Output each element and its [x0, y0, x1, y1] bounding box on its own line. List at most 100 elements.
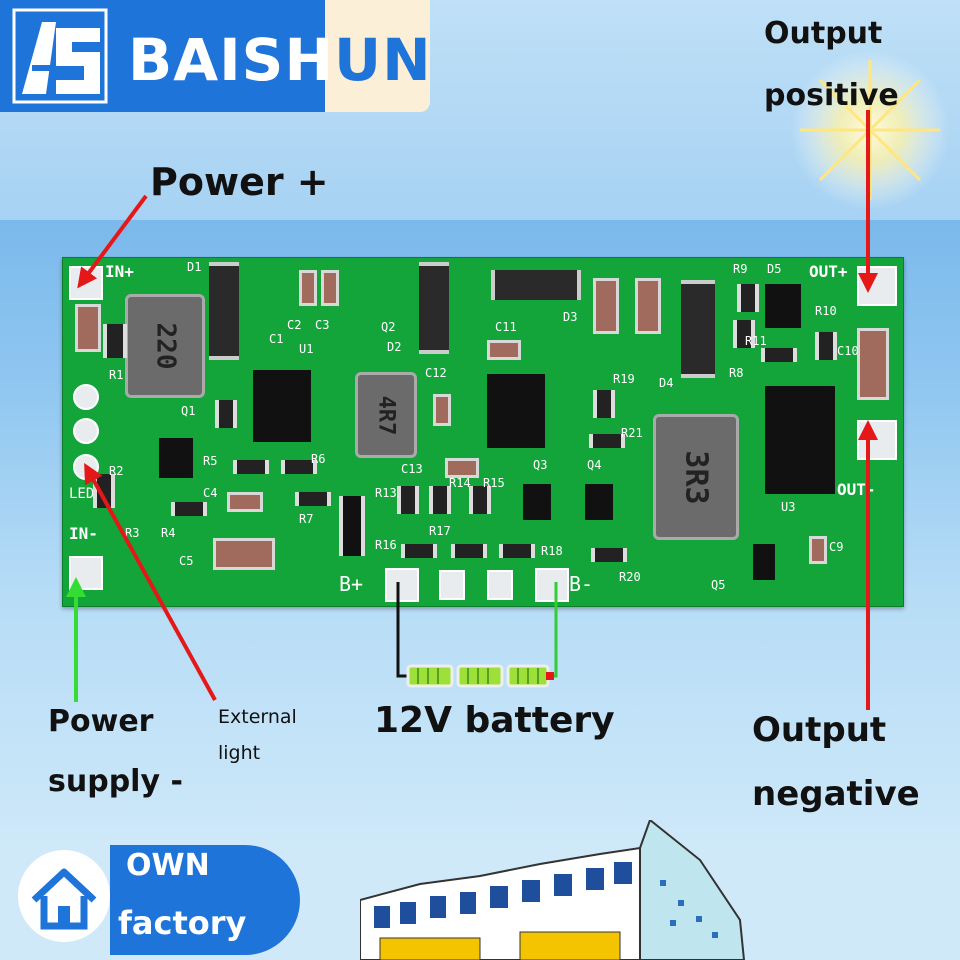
silk-ref: C2: [287, 318, 302, 332]
transistor-q4: [585, 484, 613, 520]
resistor-r8: [733, 320, 755, 348]
resistor-r5: [233, 460, 269, 474]
silk-b-minus: B-: [569, 572, 594, 596]
silk-ref: R18: [541, 544, 563, 558]
silk-ref: Q4: [587, 458, 602, 472]
inductor-220: 220: [125, 294, 205, 398]
resistor-r4: [171, 502, 207, 516]
silk-ref: R17: [429, 524, 451, 538]
silk-ref: R21: [621, 426, 643, 440]
ic-u1: [253, 370, 311, 442]
resistor-r11: [761, 348, 797, 362]
silk-ref: R5: [203, 454, 218, 468]
inductor-4r7: 4R7: [355, 372, 417, 458]
silk-ref: R9: [733, 262, 748, 276]
pad-b-minus: [535, 568, 569, 602]
silk-ref: R15: [483, 476, 505, 490]
capacitor-c11: [487, 340, 521, 360]
transistor-q1: [159, 438, 193, 478]
silk-ref: Q5: [711, 578, 726, 592]
capacitor-c2: [299, 270, 317, 306]
pad-mid-2: [487, 570, 513, 600]
silk-ref: R1: [109, 368, 124, 382]
capacitor-big-1: [593, 278, 619, 334]
silk-in-plus: IN+: [105, 262, 134, 281]
own-label: OWN: [126, 848, 210, 883]
resistor-r2d: [339, 496, 365, 556]
capacitor-c4: [227, 492, 263, 512]
silk-ref: D4: [659, 376, 674, 390]
resistor-r16: [401, 544, 437, 558]
silk-in-minus: IN-: [69, 524, 98, 543]
label-output-positive-2: positive: [764, 78, 899, 113]
silk-led: LED: [69, 486, 95, 502]
battery-icon: [406, 664, 554, 688]
transistor-q5: [753, 544, 775, 580]
factory-label: factory: [118, 904, 247, 942]
silk-ref: R16: [375, 538, 397, 552]
silk-ref: R19: [613, 372, 635, 386]
resistor-r19: [593, 390, 615, 418]
silk-ref: D2: [387, 340, 402, 354]
silk-ref: D3: [563, 310, 578, 324]
silk-ref: U1: [299, 342, 314, 356]
silk-ref: C12: [425, 366, 447, 380]
silk-ref: C3: [315, 318, 330, 332]
silk-ref: R13: [375, 486, 397, 500]
silk-ref: R4: [161, 526, 176, 540]
resistor-r18: [499, 544, 535, 558]
ic-u3: [765, 386, 835, 494]
resistor-r10: [815, 332, 837, 360]
capacitor-c9: [809, 536, 827, 564]
silk-ref: R11: [745, 334, 767, 348]
label-output-negative-2: negative: [752, 774, 920, 814]
capacitor-c3: [321, 270, 339, 306]
resistor-r21: [589, 434, 625, 448]
resistor-r1: [103, 324, 127, 358]
house-badge: [18, 850, 110, 942]
capacitor-c5: [213, 538, 275, 570]
label-output-negative-1: Output: [752, 710, 887, 750]
resistor-r17: [451, 544, 487, 558]
label-external-light-1: External: [218, 706, 297, 728]
diode-d3: [491, 270, 581, 300]
silk-ref: R3: [125, 526, 140, 540]
silk-ref: R10: [815, 304, 837, 318]
silk-ref: C4: [203, 486, 218, 500]
resistor-r6: [281, 460, 317, 474]
silk-ref: Q2: [381, 320, 396, 334]
pcb-board: IN+ IN- OUT+ OUT- B+ B- LED 220 4R7 3R3: [62, 257, 904, 607]
silk-ref: R14: [449, 476, 471, 490]
arrow-power-plus: [77, 194, 148, 289]
silk-ref: D1: [187, 260, 202, 274]
transistor-q3: [523, 484, 551, 520]
silk-ref: C9: [829, 540, 844, 554]
brand-logo-icon: [12, 8, 108, 104]
silk-ref: R7: [299, 512, 314, 526]
silk-ref: R6: [311, 452, 326, 466]
capacitor-c0: [75, 304, 101, 352]
silk-ref: D5: [767, 262, 782, 276]
silk-ref: U3: [781, 500, 796, 514]
inductor-3r3: 3R3: [653, 414, 739, 540]
brand-name: BAISHUN: [128, 26, 432, 94]
silk-ref: C13: [401, 462, 423, 476]
resistor-r15: [469, 486, 491, 514]
resistor-r9: [737, 284, 759, 312]
silk-out-plus: OUT+: [809, 262, 848, 281]
wire-b-plus: [396, 582, 408, 678]
silk-ref: R20: [619, 570, 641, 584]
own-factory-banner: [110, 845, 300, 955]
diode-d1: [209, 262, 239, 360]
arrow-external-light: [84, 462, 217, 701]
label-power-supply-1: Power: [48, 704, 154, 739]
silk-ref: R8: [729, 366, 744, 380]
label-output-positive-1: Output: [764, 16, 883, 51]
ic-u2: [487, 374, 545, 448]
label-power-supply-2: supply -: [48, 764, 183, 799]
silk-ref: Q1: [181, 404, 196, 418]
capacitor-big-2: [635, 278, 661, 334]
resistor-r14: [429, 486, 451, 514]
label-power-plus: Power +: [150, 160, 329, 204]
